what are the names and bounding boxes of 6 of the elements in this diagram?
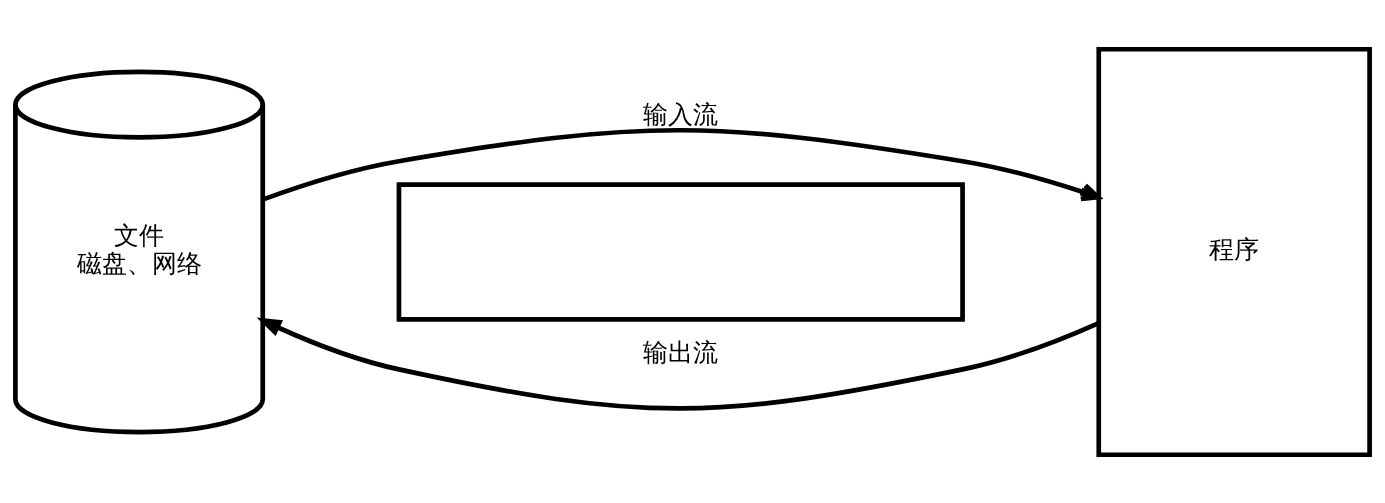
- edge-label: 输入流: [643, 99, 719, 129]
- edge-label: 输出流: [643, 337, 719, 367]
- node-box: 程序: [1096, 46, 1372, 457]
- arrow: [256, 317, 1100, 411]
- arrow: [262, 127, 1101, 202]
- node-bar: [396, 181, 965, 322]
